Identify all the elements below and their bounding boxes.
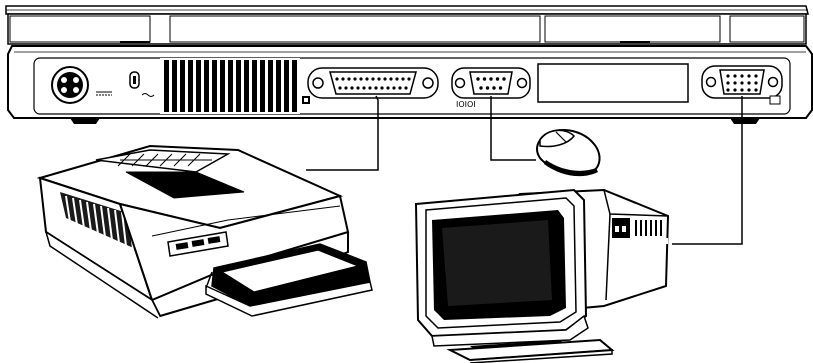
printer-rib bbox=[86, 201, 92, 232]
printer-lid-line bbox=[145, 153, 159, 167]
pin bbox=[733, 74, 737, 78]
vent-slat bbox=[268, 60, 273, 112]
vent-slat bbox=[164, 60, 169, 112]
pin bbox=[389, 77, 393, 81]
printer-lid-line bbox=[159, 153, 173, 167]
vent-slat bbox=[204, 60, 209, 112]
vent-slat bbox=[276, 60, 281, 112]
vent-slat bbox=[292, 60, 297, 112]
vent-slat bbox=[188, 60, 193, 112]
vent-slat bbox=[260, 60, 265, 112]
vent-slat bbox=[252, 60, 257, 112]
mouse-icon bbox=[536, 128, 601, 177]
printer-rib bbox=[72, 197, 78, 226]
pin bbox=[359, 77, 363, 81]
vent-slat bbox=[220, 60, 225, 112]
vent-slat bbox=[236, 60, 241, 112]
vent-slat bbox=[196, 60, 201, 112]
vent-slat bbox=[228, 60, 233, 112]
parallel-port-icon bbox=[302, 67, 439, 104]
vent-slat bbox=[172, 60, 177, 112]
crt-monitor-icon bbox=[414, 188, 670, 363]
pin bbox=[492, 86, 496, 90]
pin bbox=[368, 86, 372, 90]
pin bbox=[392, 86, 396, 90]
pin bbox=[362, 86, 366, 90]
pin bbox=[404, 86, 408, 90]
printer-rib bbox=[121, 211, 127, 247]
pin bbox=[485, 86, 490, 90]
pin bbox=[371, 77, 375, 81]
pin bbox=[365, 77, 369, 81]
printer-rib bbox=[93, 203, 99, 235]
pin bbox=[347, 77, 351, 81]
pin bbox=[338, 86, 342, 90]
printer-rib bbox=[100, 205, 106, 238]
power-connector-icon bbox=[51, 66, 112, 104]
cable-mouse bbox=[490, 96, 536, 161]
printer-lid-line bbox=[173, 153, 187, 167]
pin bbox=[398, 86, 402, 90]
pin bbox=[479, 86, 483, 90]
cable-printer bbox=[306, 95, 379, 171]
pin bbox=[383, 77, 387, 81]
printer-lid-line bbox=[187, 153, 201, 167]
vent-slat bbox=[180, 60, 185, 112]
pin bbox=[498, 86, 503, 90]
pin bbox=[747, 88, 751, 92]
pin bbox=[401, 77, 405, 81]
pin bbox=[740, 88, 744, 92]
pin bbox=[747, 81, 751, 85]
printer-rib bbox=[65, 195, 71, 223]
vent-slat bbox=[244, 60, 249, 112]
serial-port-label: IOIOI bbox=[456, 100, 476, 109]
vent-slat bbox=[284, 60, 289, 112]
lock-slot-icon bbox=[129, 71, 155, 97]
pin bbox=[489, 77, 493, 81]
printer-rib bbox=[79, 199, 85, 229]
pin bbox=[726, 88, 730, 92]
pin bbox=[754, 81, 758, 85]
pin bbox=[386, 86, 390, 90]
pin bbox=[502, 77, 506, 81]
vent-slat bbox=[212, 60, 217, 112]
printer-rib bbox=[114, 209, 120, 244]
pin bbox=[747, 74, 751, 78]
laptop-rear-panel-icon bbox=[5, 5, 813, 124]
pin bbox=[341, 77, 345, 81]
pin bbox=[482, 77, 487, 81]
vent-grille-icon bbox=[160, 58, 300, 114]
pin bbox=[344, 86, 348, 90]
blank-port-cover bbox=[537, 63, 689, 103]
serial-port-icon: IOIOI bbox=[451, 67, 531, 109]
pin bbox=[350, 86, 354, 90]
pin bbox=[733, 88, 737, 92]
pin bbox=[335, 77, 339, 81]
pin bbox=[353, 77, 357, 81]
pin bbox=[374, 86, 378, 90]
printer-rib bbox=[107, 207, 113, 241]
pin bbox=[754, 88, 758, 92]
pin bbox=[733, 81, 737, 85]
pin bbox=[407, 77, 411, 81]
pin bbox=[356, 86, 360, 90]
printer-icon bbox=[36, 144, 373, 319]
pin bbox=[476, 77, 480, 81]
pin bbox=[740, 81, 744, 85]
vga-port-icon bbox=[701, 65, 783, 105]
pin bbox=[380, 86, 384, 90]
pin bbox=[726, 74, 730, 78]
pin bbox=[495, 77, 500, 81]
pin bbox=[726, 81, 730, 85]
pin bbox=[740, 74, 744, 78]
pin bbox=[395, 77, 399, 81]
printer-lid-line bbox=[117, 153, 131, 167]
printer-lid-line bbox=[131, 153, 145, 167]
pin bbox=[377, 77, 381, 81]
cable-monitor bbox=[672, 96, 743, 245]
pin bbox=[754, 74, 758, 78]
